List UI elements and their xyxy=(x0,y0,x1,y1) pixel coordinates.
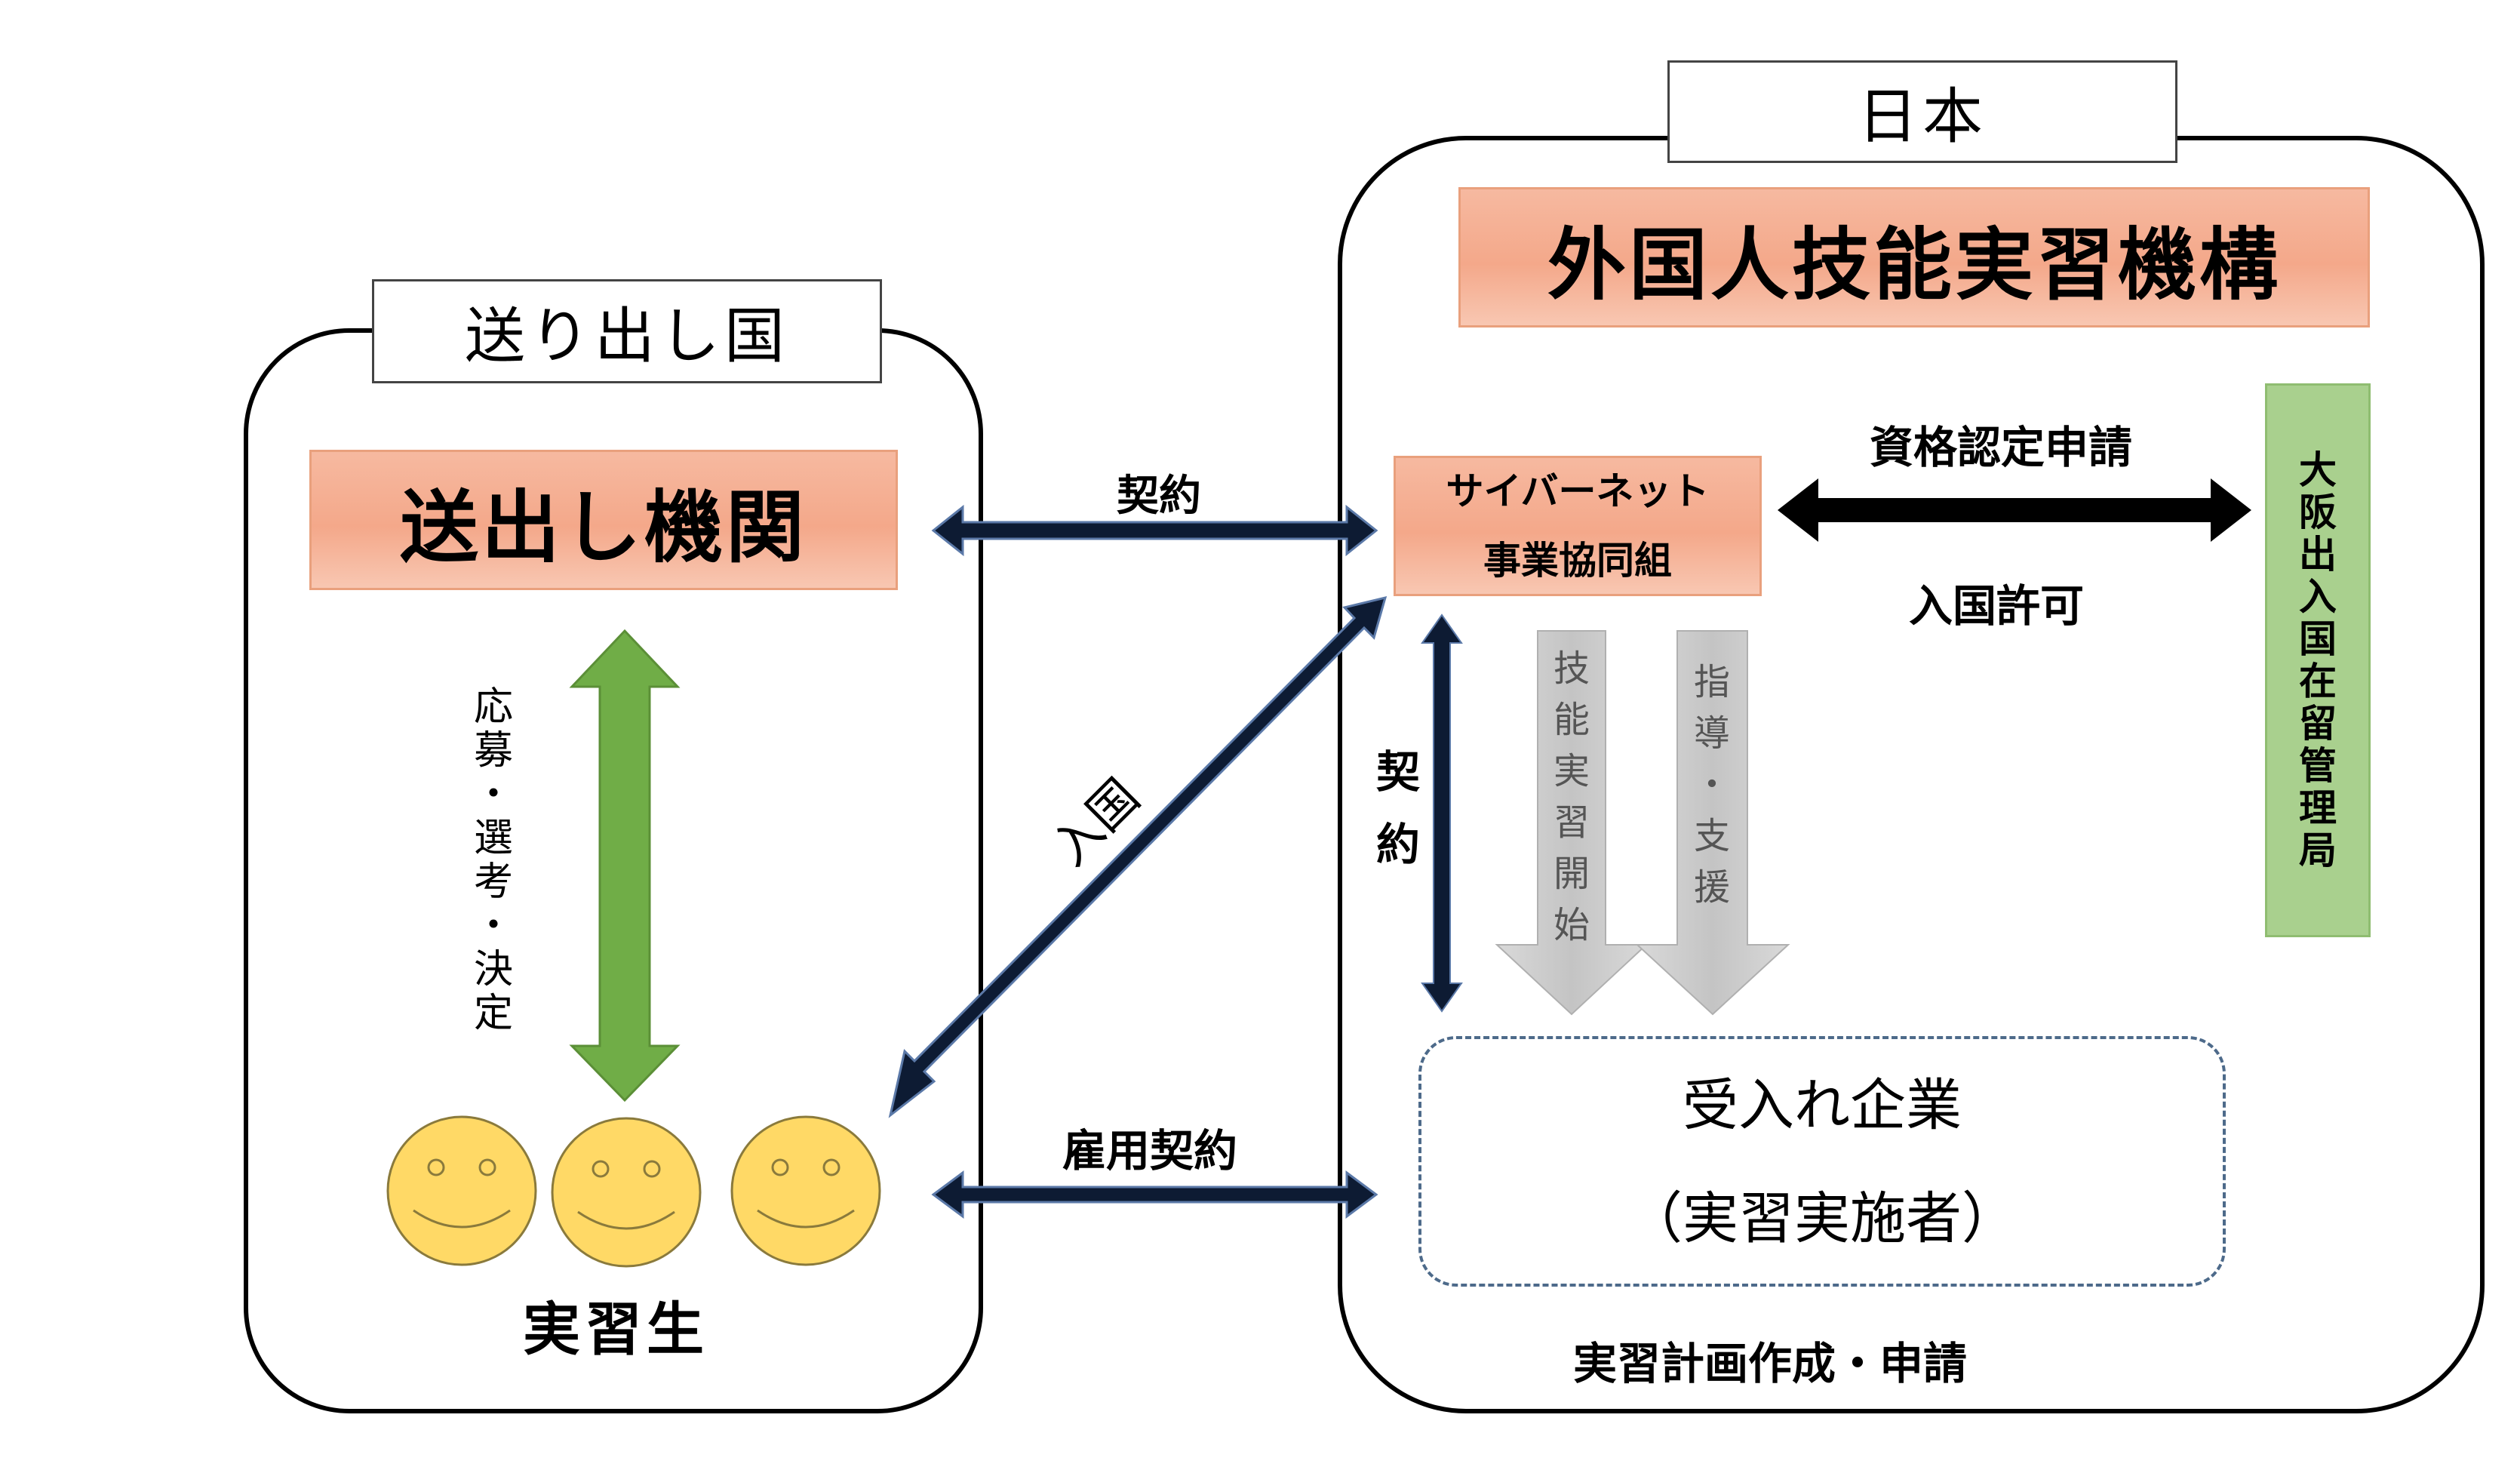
recruitment-char: ・ xyxy=(473,772,513,817)
immigration-office-char: 大 xyxy=(2299,448,2337,492)
trainee-face-3 xyxy=(730,1115,881,1266)
contract-char: 約 xyxy=(1375,819,1420,870)
training-start-char: 実 xyxy=(1553,750,1590,792)
recruitment-char: ・ xyxy=(473,903,513,949)
otit-box: 外国人技能実習機構 xyxy=(1458,187,2370,328)
recruitment-char: 定 xyxy=(473,991,513,1036)
contract-arrow xyxy=(931,504,1378,557)
immigration-office-char: 阪 xyxy=(2299,491,2337,534)
trainee-face-1 xyxy=(386,1115,537,1266)
sending-country-label: 送り出し国 xyxy=(372,279,882,383)
recruitment-char: 募 xyxy=(473,728,513,773)
immigration-office-char: 出 xyxy=(2299,533,2337,577)
immigration-office-box: 大阪出入国在留管理局 xyxy=(2265,383,2371,937)
guidance-char: 支 xyxy=(1693,815,1730,857)
entry-arrow xyxy=(888,595,1388,1118)
contract-label: 契約 xyxy=(1117,472,1201,521)
guidance-arrow xyxy=(1635,630,1790,1016)
training-start-char: 開 xyxy=(1553,853,1590,895)
guidance-label: 指導・支援 xyxy=(1686,657,1738,913)
training-start-arrow xyxy=(1495,630,1649,1016)
guidance-char: 指 xyxy=(1693,661,1730,703)
immigration-office-char: 局 xyxy=(2299,829,2337,872)
union-box: サイバーネット 事業協同組 xyxy=(1394,456,1762,596)
union-company-contract-label: 契約 xyxy=(1369,736,1427,881)
union-name-line1: サイバーネット xyxy=(1446,469,1710,513)
training-plan-label: 実習計画作成・申請 xyxy=(1573,1338,1968,1389)
employment-contract-arrow xyxy=(931,1170,1378,1219)
training-start-char: 技 xyxy=(1553,647,1590,690)
immigration-office-char: 入 xyxy=(2299,575,2337,619)
entry-permit-label: 入国許可 xyxy=(1909,580,2085,632)
recruitment-char: 応 xyxy=(473,684,513,730)
recruitment-label: 応募・選考・決定 xyxy=(460,685,527,1035)
sending-agency-box: 送出し機関 xyxy=(309,450,898,590)
guidance-char: ・ xyxy=(1693,764,1730,806)
union-name-line2: 事業協同組 xyxy=(1483,539,1672,583)
host-company-box xyxy=(1418,1036,2226,1287)
immigration-office-char: 留 xyxy=(2299,702,2337,746)
employment-contract-label: 雇用契約 xyxy=(1062,1125,1238,1176)
guidance-char: 援 xyxy=(1693,866,1730,909)
immigration-office-char: 国 xyxy=(2299,617,2337,661)
host-company-role: （実習実施者） xyxy=(1627,1186,2018,1251)
recruitment-arrow xyxy=(569,629,681,1102)
qualification-arrow xyxy=(1778,478,2251,542)
host-company-name: 受入れ企業 xyxy=(1683,1073,1962,1138)
training-start-char: 始 xyxy=(1553,904,1590,946)
guidance-char: 導 xyxy=(1693,712,1730,755)
trainee-face-2 xyxy=(551,1117,702,1268)
qualification-label: 資格認定申請 xyxy=(1870,422,2133,473)
immigration-office-char: 理 xyxy=(2299,786,2337,830)
training-start-label: 技能実習開始 xyxy=(1545,643,1598,951)
immigration-office-char: 在 xyxy=(2299,660,2337,703)
training-start-char: 習 xyxy=(1553,801,1590,844)
union-company-contract-arrow xyxy=(1421,614,1463,1013)
recruitment-char: 選 xyxy=(473,816,513,861)
contract-char: 契 xyxy=(1375,746,1420,798)
immigration-office-char: 管 xyxy=(2299,744,2337,788)
training-start-char: 能 xyxy=(1553,699,1590,741)
recruitment-char: 決 xyxy=(473,947,513,992)
japan-label: 日本 xyxy=(1667,60,2177,163)
trainees-label: 実習生 xyxy=(523,1296,708,1363)
recruitment-char: 考 xyxy=(473,860,513,905)
